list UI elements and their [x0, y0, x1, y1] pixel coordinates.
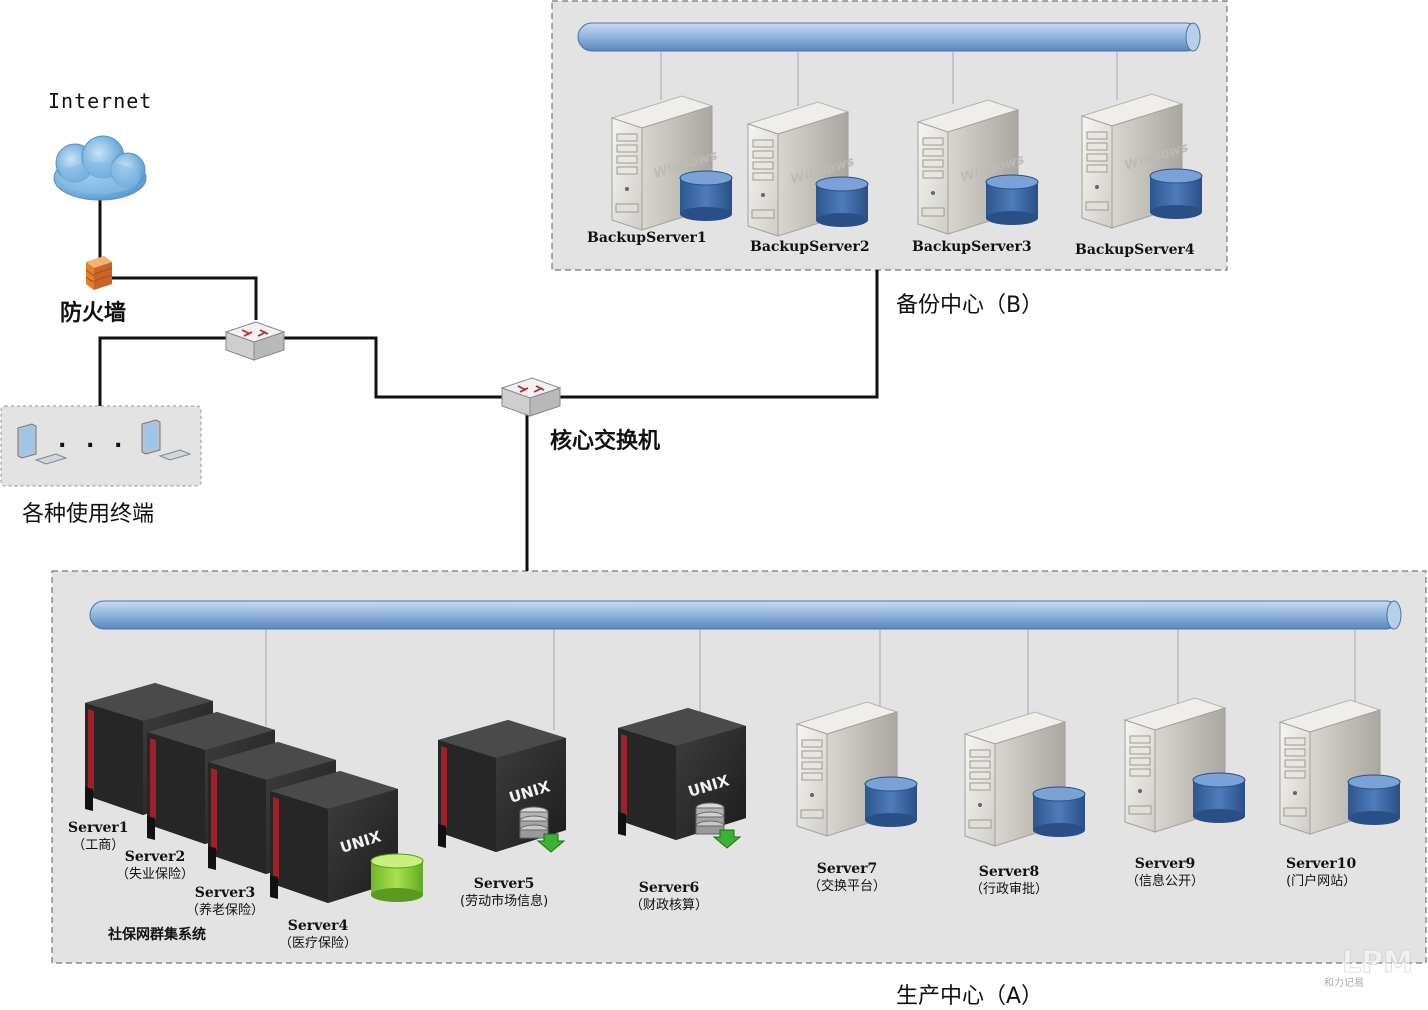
backup-center-title: 备份中心（B）	[896, 293, 1044, 318]
network-links	[98, 200, 879, 571]
server-2-desc: （失业保险）	[116, 867, 195, 882]
server-1-label: Server1 （工商）	[68, 820, 129, 854]
server-4-desc: （医疗保险）	[279, 936, 358, 951]
server-6-name: Server6	[638, 880, 700, 896]
server-5-label: Server5 (劳动市场信息)	[460, 876, 548, 910]
production-center-title: 生产中心（A）	[896, 984, 1044, 1009]
server-3-desc: （养老保险）	[186, 903, 265, 918]
cluster-label: 社保网群集系统	[108, 927, 206, 943]
server-9-label: Server9 （信息公开）	[1126, 856, 1204, 890]
db-download-icon	[519, 806, 566, 853]
watermark-text: 和力记易	[1324, 978, 1364, 989]
server-10-label: Server10 (门户网站）	[1286, 856, 1356, 890]
server-3-name: Server3	[194, 885, 256, 901]
backup-server-2-name: BackupServer2	[750, 239, 870, 255]
server-8-label: Server8 （行政审批）	[970, 864, 1048, 898]
watermark-logo: LPM	[1342, 945, 1414, 981]
server-3-label: Server3 （养老保险）	[186, 885, 264, 919]
server-1-name: Server1	[68, 820, 129, 836]
cluster-green-db-icon	[370, 853, 424, 902]
server-6-unix	[618, 708, 746, 840]
server-5-desc: (劳动市场信息)	[460, 894, 549, 909]
core-switch-icon	[500, 377, 562, 417]
access-switch-icon	[224, 321, 286, 361]
pc-terminal-icon	[17, 423, 68, 465]
backup-bus	[577, 22, 1201, 52]
server-8-name: Server8	[978, 864, 1040, 880]
server-10-desc: (门户网站）	[1286, 874, 1357, 889]
server-1-desc: （工商）	[72, 838, 125, 853]
terminals-label: 各种使用终端	[22, 502, 155, 527]
server-8-desc: （行政审批）	[970, 882, 1049, 897]
firewall-label: 防火墙	[60, 301, 127, 326]
terminals-dots: . . .	[58, 428, 129, 453]
server-4-name: Server4	[287, 918, 349, 934]
server-9-desc: （信息公开）	[1126, 874, 1205, 889]
pc-terminal-icon	[141, 419, 192, 461]
server-2-name: Server2	[124, 849, 186, 865]
server-4-label: Server4 （医疗保险）	[279, 918, 357, 952]
server-2-label: Server2 （失业保险）	[116, 849, 194, 883]
server-6-label: Server6 （财政核算）	[630, 880, 708, 914]
server-10-name: Server10	[1286, 856, 1357, 872]
db-download-icon	[695, 802, 742, 849]
production-bus	[89, 600, 1402, 630]
server-7-name: Server7	[816, 861, 878, 877]
server-7-label: Server7 （交换平台）	[808, 861, 886, 895]
internet-cloud-icon	[53, 135, 147, 201]
server-6-desc: （财政核算）	[630, 898, 709, 913]
backup-server-4-name: BackupServer4	[1075, 242, 1195, 258]
server-5-name: Server5	[473, 876, 535, 892]
backup-server-1-name: BackupServer1	[587, 230, 707, 246]
core-switch-label: 核心交换机	[550, 429, 661, 454]
server-7-desc: （交换平台）	[808, 879, 887, 894]
backup-server-3-name: BackupServer3	[912, 239, 1032, 255]
firewall-icon	[85, 256, 113, 290]
svg-text:LPM: LPM	[1342, 945, 1413, 980]
server-9-name: Server9	[1134, 856, 1196, 872]
internet-label: Internet	[48, 89, 153, 113]
